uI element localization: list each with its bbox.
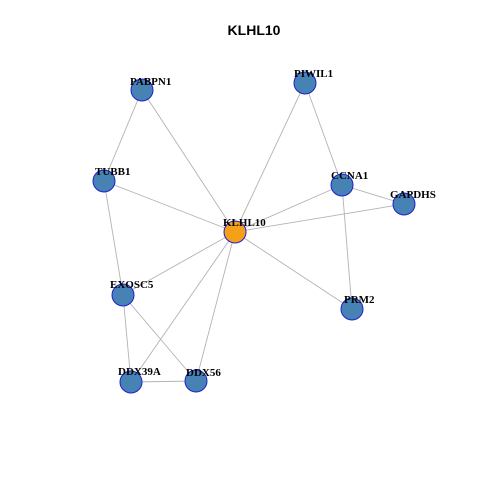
node-label-ddx39a: DDX39A [118,366,161,378]
edge-tubb1-klhl10 [103,180,236,233]
node-ccna1 [330,173,354,197]
edge-piwil1-ccna1 [304,82,343,186]
node-pabpn1 [130,78,154,102]
node-label-gapdhs: GAPDHS [390,189,436,201]
edge-ccna1-prm2 [341,184,353,310]
edge-klhl10-ddx56 [195,231,236,382]
edge-layer [103,82,405,383]
node-layer [92,71,416,394]
node-ddx39a [119,370,143,394]
edge-exosc5-ddx56 [122,294,197,382]
edge-piwil1-klhl10 [234,82,306,233]
edge-pabpn1-klhl10 [141,89,236,233]
node-label-prm2: PRM2 [344,294,375,306]
node-ddx56 [184,369,208,393]
edge-klhl10-prm2 [234,231,353,310]
node-prm2 [340,297,364,321]
edge-klhl10-exosc5 [122,231,236,296]
edge-tubb1-exosc5 [103,180,124,296]
node-label-ccna1: CCNA1 [331,170,368,182]
node-label-exosc5: EXOSC5 [110,279,154,291]
node-label-ddx56: DDX56 [186,367,221,379]
node-tubb1 [92,169,116,193]
edge-gapdhs-klhl10 [234,203,405,233]
edge-klhl10-ddx39a [130,231,236,383]
graph-title: KLHL10 [228,22,281,38]
node-label-piwil1: PIWIL1 [294,68,333,80]
node-label-klhl10: KLHL10 [223,217,266,229]
node-label-pabpn1: PABPN1 [130,76,171,88]
node-label-tubb1: TUBB1 [95,166,130,178]
node-gapdhs [392,192,416,216]
node-piwil1 [293,71,317,95]
node-klhl10 [223,220,247,244]
edge-exosc5-ddx39a [122,294,132,383]
node-exosc5 [111,283,135,307]
edge-pabpn1-tubb1 [103,89,143,182]
edge-ccna1-klhl10 [234,184,343,233]
